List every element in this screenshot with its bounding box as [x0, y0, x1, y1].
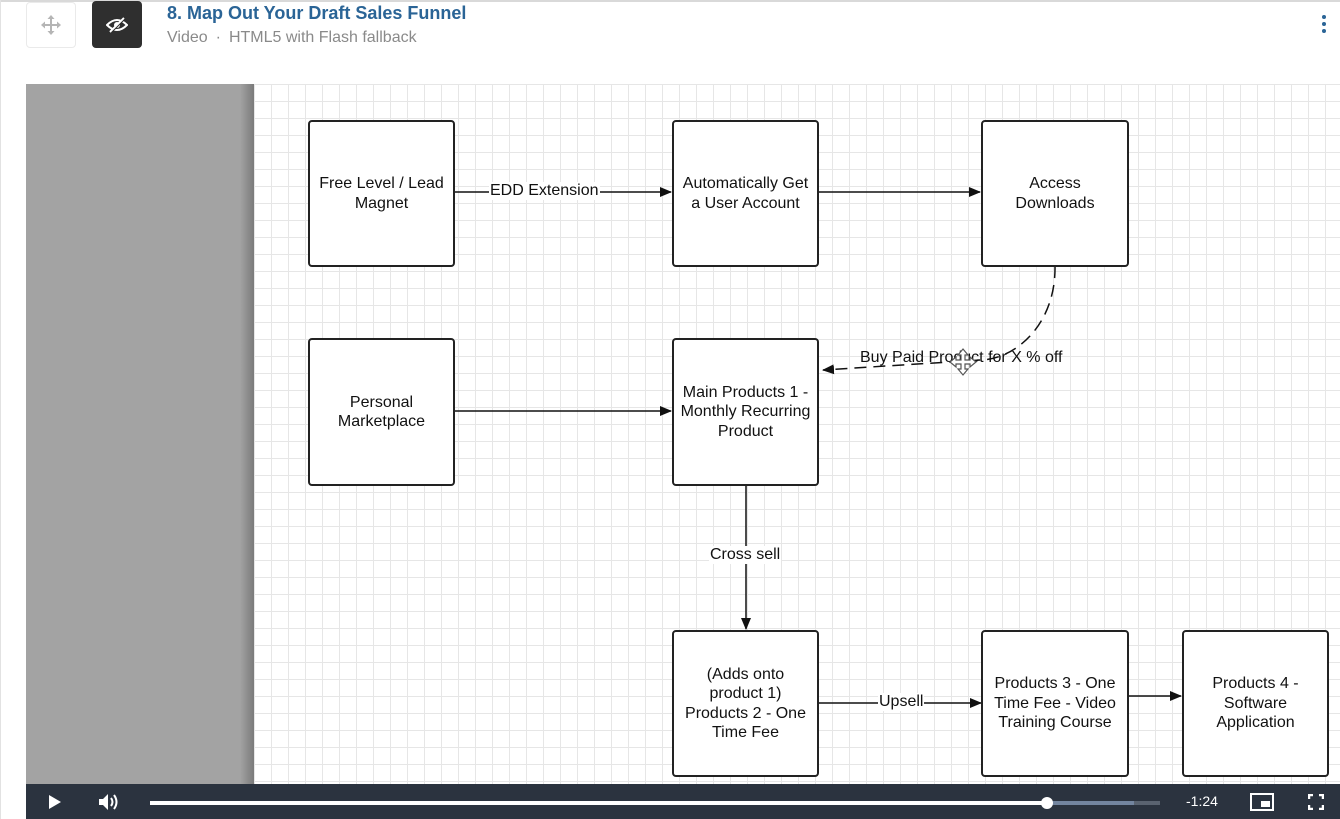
- box-access-downloads: Access Downloads: [981, 120, 1129, 267]
- kebab-menu-icon[interactable]: [1316, 10, 1332, 38]
- meta-separator: ·: [215, 29, 221, 46]
- box-auto-user-account: Automatically Get a User Account: [672, 120, 819, 267]
- progress-knob[interactable]: [1040, 797, 1053, 809]
- box-products-2: (Adds onto product 1) Products 2 - One T…: [672, 630, 819, 777]
- picture-in-picture-icon: [1250, 792, 1274, 811]
- eye-slash-icon: [106, 16, 128, 33]
- progress-bar[interactable]: [150, 797, 1160, 809]
- time-remaining: -1:24: [1186, 793, 1218, 809]
- visibility-toggle-button[interactable]: [92, 1, 142, 48]
- box-free-level-lead-magnet: Free Level / Lead Magnet: [308, 120, 455, 267]
- box-products-3: Products 3 - One Time Fee - Video Traini…: [981, 630, 1129, 777]
- lesson-type: Video: [167, 29, 208, 46]
- box-products-4: Products 4 - Software Application: [1182, 630, 1329, 777]
- edge-buy-paid: [822, 265, 1056, 375]
- box-main-products: Main Products 1 - Monthly Recurring Prod…: [672, 338, 819, 486]
- volume-icon: [99, 793, 118, 810]
- lesson-title[interactable]: 8. Map Out Your Draft Sales Funnel: [167, 3, 467, 23]
- move-icon: [41, 15, 61, 35]
- drag-handle-button[interactable]: [26, 2, 76, 48]
- progress-played: [150, 801, 1047, 805]
- video-control-bar: -1:24: [26, 784, 1340, 819]
- label-cross-sell: Cross sell: [709, 546, 782, 564]
- video-left-band: [26, 84, 254, 784]
- video-player[interactable]: Free Level / Lead Magnet Automatically G…: [26, 84, 1340, 819]
- picture-in-picture-button[interactable]: [1248, 784, 1276, 819]
- lesson-meta: Video · HTML5 with Flash fallback: [167, 29, 417, 47]
- label-upsell: Upsell: [878, 693, 925, 711]
- play-button[interactable]: [40, 784, 70, 819]
- fullscreen-icon: [1308, 793, 1324, 810]
- box-personal-marketplace: Personal Marketplace: [308, 338, 455, 486]
- play-icon: [49, 794, 61, 809]
- move-cursor-icon: [949, 348, 977, 376]
- lesson-format: HTML5 with Flash fallback: [228, 29, 417, 46]
- fullscreen-button[interactable]: [1304, 784, 1328, 819]
- top-border: [0, 0, 1340, 2]
- label-edd-extension: EDD Extension: [489, 182, 600, 200]
- mute-button[interactable]: [94, 784, 124, 819]
- left-border: [0, 0, 1, 819]
